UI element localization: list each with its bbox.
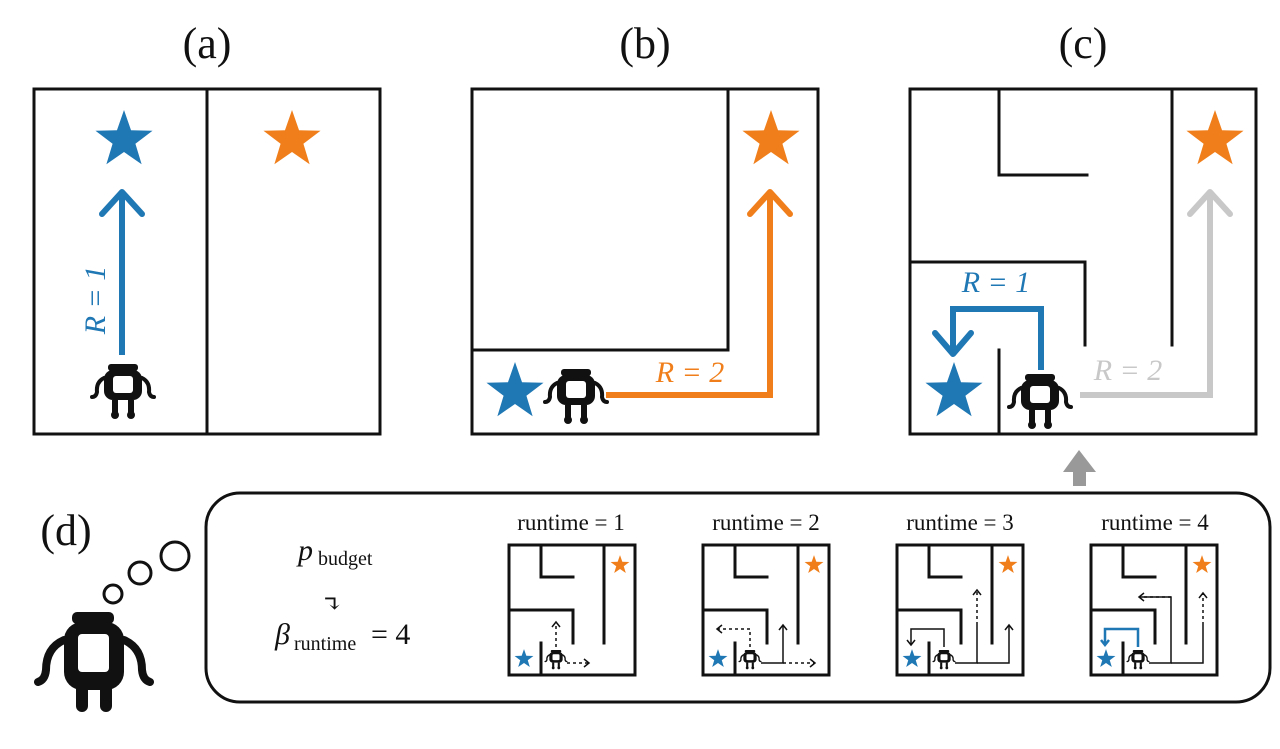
orange-star-icon xyxy=(1186,110,1244,165)
maze-border xyxy=(470,87,820,436)
beta-subscript: runtime xyxy=(294,633,356,655)
panel-c: (c) R = 2 R = 1 xyxy=(908,19,1258,436)
panel-a: (a) R = 1 xyxy=(32,19,382,436)
panel-c-maze xyxy=(908,87,1258,436)
maze-wall xyxy=(908,260,1087,347)
up-arrow-icon xyxy=(1063,450,1096,486)
panel-d-label: (d) xyxy=(40,506,91,555)
runtime-label-2: runtime = 2 xyxy=(712,510,820,535)
mini-maze-runtime-1 xyxy=(507,543,637,677)
runtime-box xyxy=(204,491,1272,704)
panel-a-maze xyxy=(32,87,382,436)
maze-wall xyxy=(470,87,730,352)
robot-icon xyxy=(932,649,956,670)
panel-c-label: (c) xyxy=(1059,19,1108,68)
robot-icon xyxy=(738,649,762,670)
beta-value: = 4 xyxy=(371,618,410,651)
panel-d: (d) p budget ↴ β runtime = 4 xyxy=(34,491,1272,712)
reward-label: R = 1 xyxy=(79,266,112,336)
runtime-label-3: runtime = 3 xyxy=(906,510,1014,535)
reward-label-gray: R = 2 xyxy=(1093,354,1163,387)
budget-text: p budget ↴ β runtime = 4 xyxy=(274,534,410,655)
panel-b-label: (b) xyxy=(619,19,670,68)
panel-b: (b) R = 2 xyxy=(470,19,820,436)
orange-star-icon xyxy=(998,555,1018,574)
beta-symbol: β xyxy=(274,618,290,651)
blue-star-icon xyxy=(902,649,922,668)
panel-a-label: (a) xyxy=(183,19,232,68)
orange-star-icon xyxy=(610,555,630,574)
robot-icon xyxy=(543,367,609,426)
orange-star-icon xyxy=(804,555,824,574)
runtime-label-1: runtime = 1 xyxy=(517,510,625,535)
robot-icon xyxy=(1007,372,1073,431)
arrow-glyph: ↴ xyxy=(322,592,342,618)
blue-star-icon xyxy=(925,362,983,417)
mini-maze-runtime-3 xyxy=(895,543,1025,677)
robot-icon xyxy=(1126,649,1150,670)
orange-path-arrow xyxy=(606,189,793,398)
mini-maze-runtime-4 xyxy=(1089,543,1219,677)
gray-path-arrow xyxy=(1080,189,1233,398)
maze-wall xyxy=(997,87,1089,177)
blue-star-icon xyxy=(95,110,153,165)
robot-icon xyxy=(544,649,568,670)
orange-star-icon xyxy=(263,110,321,165)
reward-label-blue: R = 1 xyxy=(961,266,1031,299)
blue-path-arrow xyxy=(99,189,145,355)
blue-star-icon xyxy=(514,649,534,668)
p-subscript: budget xyxy=(318,548,373,570)
blue-star-icon xyxy=(1096,649,1116,668)
blue-star-icon xyxy=(486,362,544,417)
panel-b-maze xyxy=(470,87,820,436)
blue-path-arrow xyxy=(932,306,1044,370)
mini-maze-runtime-2 xyxy=(701,543,831,677)
robot-icon xyxy=(90,362,156,421)
orange-star-icon xyxy=(742,110,800,165)
thinking-robot-icon xyxy=(34,612,154,712)
reward-label: R = 2 xyxy=(655,356,725,389)
blue-star-icon xyxy=(708,649,728,668)
runtime-label-4: runtime = 4 xyxy=(1101,510,1209,535)
orange-star-icon xyxy=(1192,555,1212,574)
p-symbol: p xyxy=(296,534,313,567)
thought-bubble-icon xyxy=(102,540,191,605)
